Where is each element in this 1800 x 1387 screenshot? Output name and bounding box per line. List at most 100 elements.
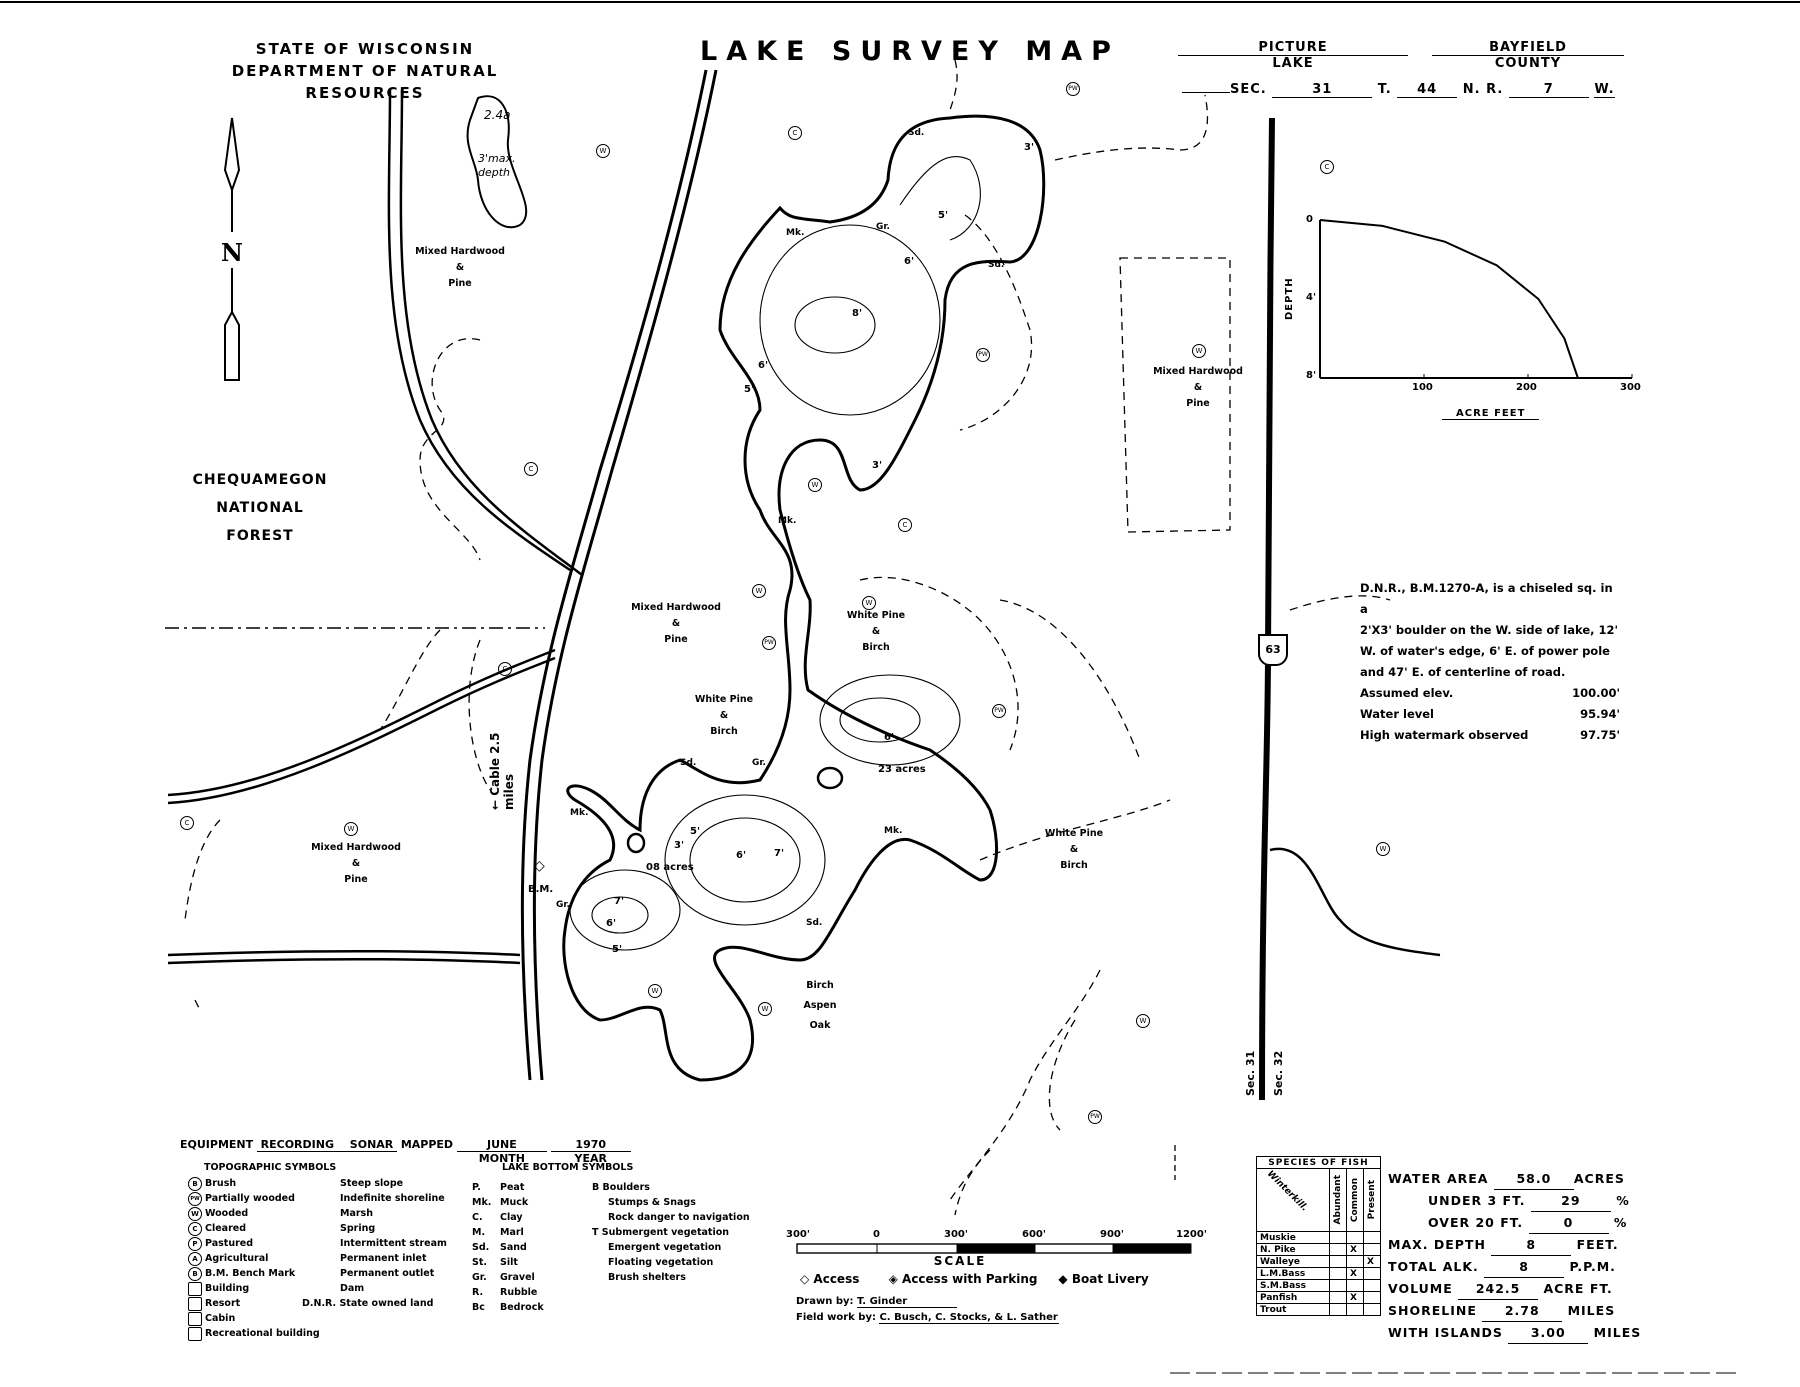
veg-birch: Birch bbox=[1060, 860, 1088, 871]
bottom-row: Gr.Gravel bbox=[472, 1270, 562, 1285]
topo-symbols-title: TOPOGRAPHIC SYMBOLS bbox=[204, 1162, 337, 1173]
legend-indefinite-shoreline: Indefinite shoreline bbox=[340, 1193, 445, 1204]
legend-stumps: Stumps & Snags bbox=[608, 1197, 696, 1208]
t-label: T. bbox=[1377, 82, 1392, 97]
stat-unit: ACRE FT. bbox=[1543, 1281, 1613, 1296]
stat-under3: UNDER 3 FT. 29 % bbox=[1388, 1190, 1688, 1212]
pastured-symbol-icon: P bbox=[188, 1236, 202, 1251]
wooded-symbol-icon: W bbox=[596, 144, 610, 158]
sec32-label: Sec. 32 bbox=[1272, 1050, 1285, 1096]
legend-permanent-inlet: Permanent inlet bbox=[340, 1253, 427, 1264]
pond-depth: 3'max. depth bbox=[478, 152, 516, 179]
veg-label-white-pine-2: White Pine & Birch bbox=[684, 692, 764, 740]
fish-species: Panfish bbox=[1256, 1291, 1330, 1304]
bottom-row: R.Rubble bbox=[472, 1285, 562, 1300]
veg-label-nw: Mixed Hardwood & Pine bbox=[410, 244, 510, 292]
veg-label-mid: Mixed Hardwood & Pine bbox=[626, 600, 726, 648]
depth-label-7: 7' bbox=[614, 896, 625, 907]
veg-and: & bbox=[871, 626, 881, 637]
fish-col-header: Present bbox=[1367, 1180, 1377, 1220]
depth-label-6: 6' bbox=[606, 918, 617, 929]
legend-emergent: Emergent vegetation bbox=[608, 1242, 722, 1253]
trails bbox=[184, 59, 1391, 1216]
partially-wooded-symbol-icon: PW bbox=[976, 348, 990, 362]
legend-state-land: D.N.R. State owned land bbox=[302, 1298, 434, 1309]
fish-col-common: Common bbox=[1346, 1168, 1364, 1232]
stat-with-islands: WITH ISLANDS 3.00 MILES bbox=[1388, 1322, 1688, 1344]
veg-pine: Pine bbox=[664, 634, 688, 645]
island-1-label: 23 acres bbox=[878, 764, 926, 775]
chart-y-label: DEPTH bbox=[1284, 277, 1295, 320]
stat-value: 8 bbox=[1491, 1234, 1572, 1256]
stat-max-depth: MAX. DEPTH 8 FEET. bbox=[1388, 1234, 1688, 1256]
veg-label-white-pine-3: White Pine & Birch bbox=[1034, 826, 1114, 874]
r-value: 7 bbox=[1508, 82, 1589, 98]
veg-mixed: Mixed Hardwood bbox=[415, 246, 505, 257]
volume-curve bbox=[1319, 219, 1579, 379]
veg-birch: Birch bbox=[710, 726, 738, 737]
wooded-symbol-icon: W bbox=[752, 584, 766, 598]
bm-line3: W. of water's edge, 6' E. of power pole bbox=[1360, 644, 1610, 658]
cleared-symbol-icon: C bbox=[498, 662, 512, 676]
pond-area: 2.4a bbox=[484, 108, 511, 122]
chart-x-label: ACRE FEET bbox=[1442, 408, 1540, 420]
bottom-name: Rubble bbox=[500, 1287, 538, 1298]
fish-mark bbox=[1329, 1231, 1347, 1244]
legend-text: Pastured bbox=[205, 1238, 254, 1249]
forest-line3: FOREST bbox=[226, 528, 294, 544]
forest-label: CHEQUAMEGON NATIONAL FOREST bbox=[180, 466, 340, 550]
year-value: 1970 bbox=[550, 1138, 631, 1152]
fish-table: SPECIES OF FISH Winterkill. Abundant Com… bbox=[1256, 1156, 1381, 1316]
legend-brush-shelters: Brush shelters bbox=[608, 1272, 686, 1283]
veg-aspen: Aspen bbox=[803, 1000, 837, 1011]
legend-building: Building bbox=[188, 1281, 338, 1296]
legend-steep-slope: Steep slope bbox=[340, 1178, 404, 1189]
county-name: BAYFIELD bbox=[1432, 40, 1624, 56]
fish-species: Trout bbox=[1256, 1303, 1330, 1316]
stat-value: 242.5 bbox=[1458, 1278, 1539, 1300]
veg-white-pine: White Pine bbox=[846, 610, 906, 621]
bottom-code: Sd. bbox=[472, 1242, 490, 1253]
cleared-symbol-icon: C bbox=[898, 518, 912, 532]
fish-species-table: SPECIES OF FISH Winterkill. Abundant Com… bbox=[1256, 1156, 1381, 1316]
recreational-building-symbol-icon bbox=[188, 1326, 202, 1341]
boat-livery-icon: ◆ bbox=[1058, 1272, 1068, 1286]
drawn-value: T. Ginder bbox=[856, 1296, 957, 1308]
veg-and: & bbox=[351, 858, 361, 869]
fish-mark bbox=[1329, 1279, 1347, 1292]
legend-text: Partially wooded bbox=[205, 1193, 295, 1204]
depth-label-6: 6' bbox=[904, 256, 915, 267]
bottom-code: M. bbox=[472, 1227, 486, 1238]
fish-row: Trout bbox=[1256, 1303, 1381, 1316]
bottom-row: C. Clay bbox=[472, 1210, 562, 1225]
bm-water-label: Water level bbox=[1360, 707, 1434, 721]
sec-value: 31 bbox=[1272, 82, 1373, 98]
depth-label-6: 6' bbox=[736, 850, 747, 861]
veg-birch: Birch bbox=[862, 642, 890, 653]
year-block: 1970 YEAR bbox=[550, 1138, 631, 1165]
lake-shoreline bbox=[562, 114, 1046, 1082]
w-label: W. bbox=[1594, 82, 1615, 98]
county-block: BAYFIELD COUNTY bbox=[1432, 40, 1624, 71]
scale-tick: 600' bbox=[1022, 1229, 1046, 1240]
cleared-symbol-icon: C bbox=[524, 462, 538, 476]
bm-high-label: High watermark observed bbox=[1360, 728, 1529, 742]
month-value: JUNE bbox=[456, 1138, 547, 1152]
bm-line4: and 47' E. of centerline of road. bbox=[1360, 665, 1566, 679]
fish-species: Walleye bbox=[1256, 1255, 1330, 1268]
bottom-name: Clay bbox=[500, 1212, 523, 1223]
stat-value: 2.78 bbox=[1482, 1300, 1563, 1322]
bottom-label: Mk. bbox=[778, 516, 797, 526]
bm-line2: 2'X3' boulder on the W. side of lake, 12… bbox=[1360, 623, 1619, 637]
legend-text: Cabin bbox=[205, 1313, 236, 1324]
building-symbol-icon bbox=[188, 1281, 202, 1296]
field-label: Field work by: bbox=[796, 1312, 876, 1323]
bottom-code: C. bbox=[472, 1212, 483, 1223]
bottom-row: M.Marl bbox=[472, 1225, 562, 1240]
fish-mark bbox=[1329, 1267, 1347, 1280]
